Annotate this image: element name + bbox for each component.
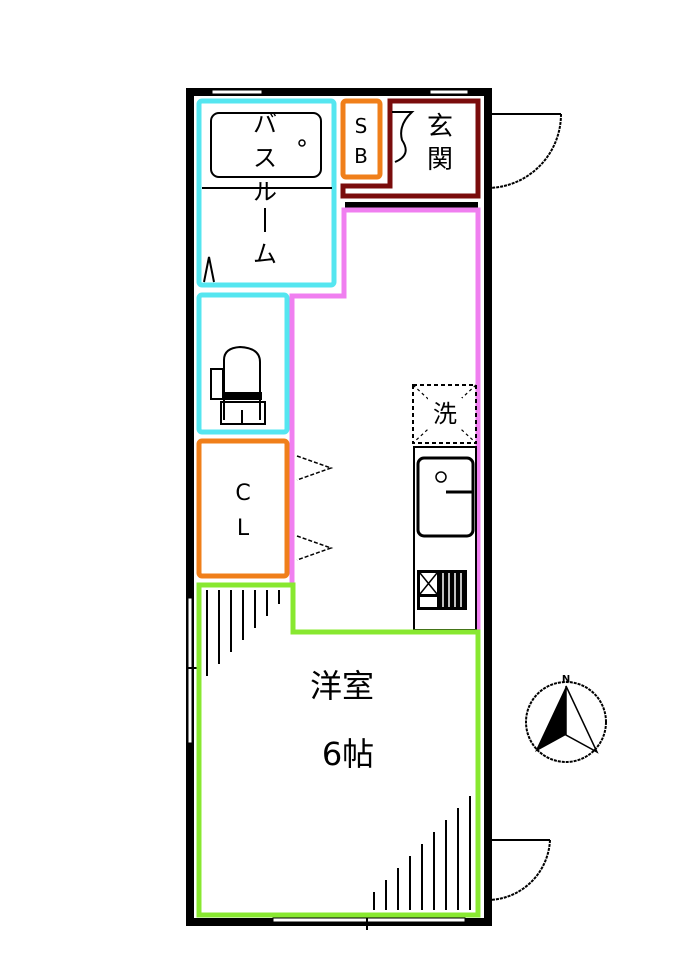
bath-door-icon xyxy=(203,256,215,283)
entrance-label-2: 関 xyxy=(427,145,453,175)
storage-label-s: S xyxy=(355,114,368,138)
western-room-size: 6帖 xyxy=(322,735,374,773)
closet-door-1[interactable] xyxy=(296,455,334,481)
bathroom-label-3: ル xyxy=(253,178,277,206)
entrance-step xyxy=(345,202,478,208)
drain-icon xyxy=(298,139,306,147)
compass-north-label: N xyxy=(562,674,570,685)
room-western[interactable] xyxy=(196,582,481,918)
closet-door-2[interactable] xyxy=(296,535,334,561)
room-toilet[interactable] xyxy=(196,292,290,435)
compass-icon: N xyxy=(525,674,607,763)
window-top-left xyxy=(211,89,263,95)
bathroom-label-1: バ xyxy=(253,110,277,138)
western-room-label: 洋室 xyxy=(310,667,374,705)
window-left xyxy=(187,597,193,744)
bathroom-label-5: ム xyxy=(253,240,277,268)
toilet-icon xyxy=(210,345,266,425)
bathtub-icon xyxy=(210,112,322,178)
stove-icon[interactable] xyxy=(417,570,467,610)
sink-icon[interactable] xyxy=(416,456,475,538)
window-bottom xyxy=(272,917,466,923)
entrance-shoe-cabinet-door xyxy=(392,111,415,163)
storage-label-b: B xyxy=(354,144,368,168)
room-entrance[interactable] xyxy=(340,98,481,199)
closet-label-c: C xyxy=(235,481,250,506)
window-top-right xyxy=(429,89,469,95)
room-bathroom[interactable] xyxy=(196,98,337,288)
washer-label-bg xyxy=(428,398,462,428)
front-door-swing xyxy=(486,113,562,189)
bathroom-label-2: ス xyxy=(253,144,277,172)
room-hatch-bottom-right xyxy=(373,796,471,910)
balcony-door-swing xyxy=(486,839,551,902)
room-hatch-top-left xyxy=(206,590,280,676)
room-storage[interactable] xyxy=(340,98,383,180)
entrance-label-1: 玄 xyxy=(427,112,453,142)
washer-label: 洗 xyxy=(433,400,457,428)
room-closet[interactable] xyxy=(196,438,290,579)
sink-drain-icon xyxy=(435,471,447,483)
closet-label-l: L xyxy=(237,516,250,541)
washer-space[interactable] xyxy=(412,384,477,444)
